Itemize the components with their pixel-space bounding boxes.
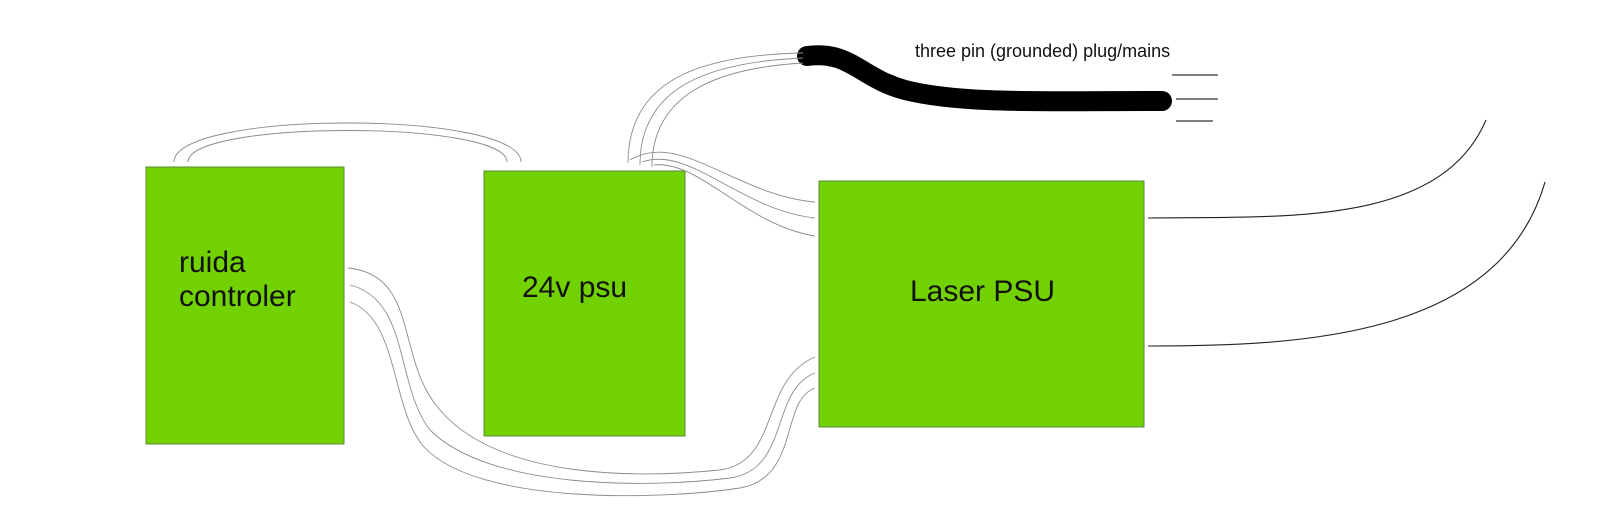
mains-to-psu24-wires — [627, 52, 804, 168]
ruida-controller-label-line2: controler — [179, 280, 296, 313]
laser-psu-block — [818, 180, 1145, 428]
ruida-to-psu24-wires — [173, 122, 522, 163]
laser-psu-label: Laser PSU — [910, 275, 1055, 308]
laser-lead-bottom — [1147, 181, 1546, 347]
mains-label: three pin (grounded) plug/mains — [915, 41, 1170, 61]
psu-24v-block — [483, 170, 686, 437]
psu24-to-laser-psu-wires — [629, 151, 816, 237]
ruida-controller-label-line1: ruida — [179, 246, 246, 279]
psu-24v-label: 24v psu — [522, 271, 627, 304]
laser-lead-top — [1147, 119, 1487, 219]
mains-cable — [797, 45, 1172, 112]
ruida-controller-block — [145, 166, 345, 445]
laser-psu-output-leads — [1147, 119, 1546, 347]
ruida-to-laser-psu-wires — [347, 267, 816, 497]
